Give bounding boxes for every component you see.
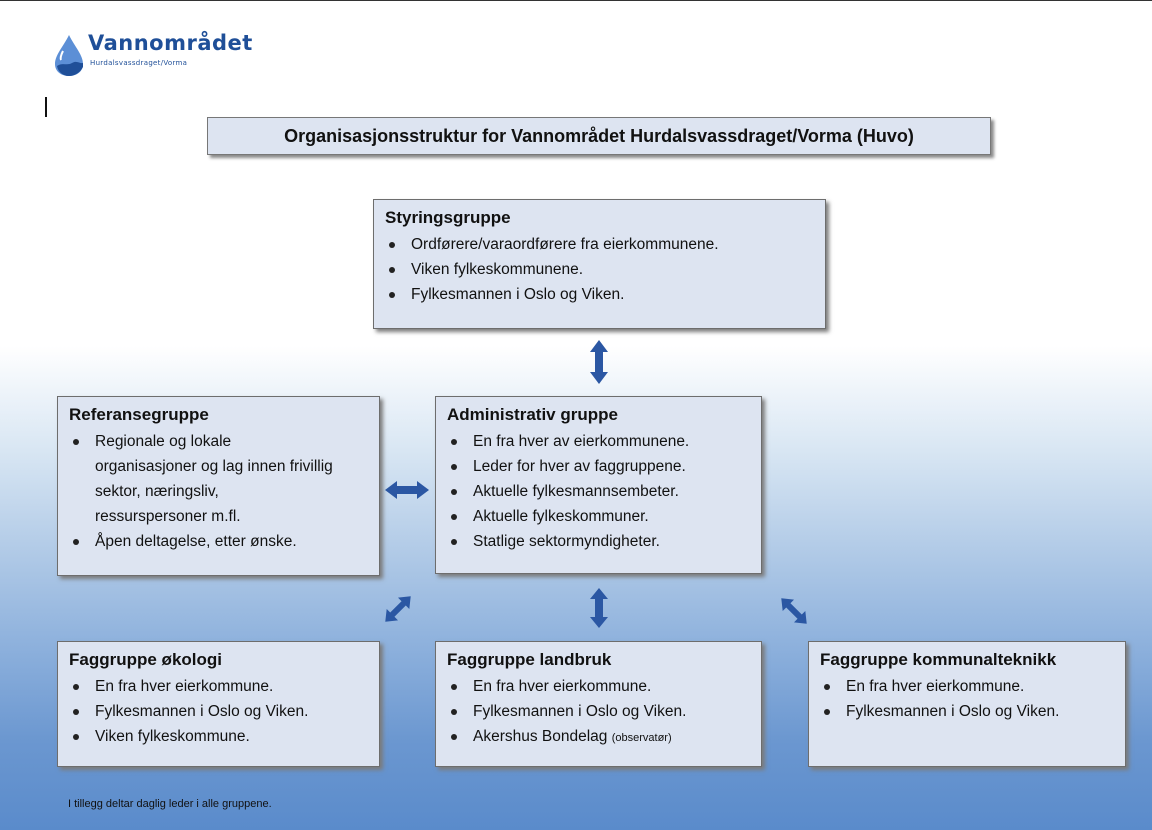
- faggruppe-okologi-box: Faggruppe økologi En fra hver eierkommun…: [57, 641, 380, 767]
- styringsgruppe-box: Styringsgruppe Ordførere/varaordførere f…: [373, 199, 826, 329]
- logo: Vannområdet Hurdalsvassdraget/Vorma: [52, 31, 252, 79]
- referansegruppe-heading: Referansegruppe: [69, 405, 209, 424]
- faggruppe-landbruk-list: En fra hver eierkommune. Fylkesmannen i …: [447, 674, 751, 751]
- faggruppe-kommunalteknikk-box: Faggruppe kommunalteknikk En fra hver ei…: [808, 641, 1126, 767]
- diagonal-double-arrow-icon: [385, 596, 411, 622]
- horizontal-double-arrow-icon: [385, 481, 429, 499]
- faggruppe-kommunalteknikk-heading: Faggruppe kommunalteknikk: [820, 650, 1057, 669]
- referansegruppe-list: Regionale og lokale organisasjoner og la…: [69, 429, 369, 554]
- footnote: I tillegg deltar daglig leder i alle gru…: [68, 798, 272, 810]
- list-item: Aktuelle fylkesmannsembeter.: [447, 479, 751, 504]
- administrativ-gruppe-box: Administrativ gruppe En fra hver av eier…: [435, 396, 762, 574]
- referansegruppe-box: Referansegruppe Regionale og lokale orga…: [57, 396, 380, 576]
- administrativ-gruppe-list: En fra hver av eierkommunene. Leder for …: [447, 429, 751, 554]
- list-item: Aktuelle fylkeskommuner.: [447, 504, 751, 529]
- list-item: Statlige sektormyndigheter.: [447, 529, 751, 554]
- list-item: En fra hver eierkommune.: [447, 674, 751, 699]
- vertical-double-arrow-icon: [590, 340, 608, 384]
- landbruk-item-text: Akershus Bondelag: [473, 728, 608, 745]
- diagram-title: Organisasjonsstruktur for Vannområdet Hu…: [207, 117, 991, 155]
- list-item: Fylkesmannen i Oslo og Viken.: [447, 699, 751, 724]
- observer-note: (observatør): [611, 732, 672, 744]
- list-item: Fylkesmannen i Oslo og Viken.: [385, 282, 815, 307]
- text-cursor: [45, 97, 47, 117]
- faggruppe-okologi-heading: Faggruppe økologi: [69, 650, 222, 669]
- vertical-double-arrow-icon: [590, 588, 608, 628]
- list-item: En fra hver eierkommune.: [820, 674, 1115, 699]
- water-drop-icon: [55, 35, 83, 76]
- logo-subtitle: Hurdalsvassdraget/Vorma: [90, 59, 188, 67]
- list-item: Fylkesmannen i Oslo og Viken.: [820, 699, 1115, 724]
- list-item: Åpen deltagelse, etter ønske.: [69, 529, 369, 554]
- faggruppe-landbruk-heading: Faggruppe landbruk: [447, 650, 612, 669]
- list-item: Ordførere/varaordførere fra eierkommunen…: [385, 232, 815, 257]
- list-item: Fylkesmannen i Oslo og Viken.: [69, 699, 369, 724]
- faggruppe-landbruk-box: Faggruppe landbruk En fra hver eierkommu…: [435, 641, 762, 767]
- list-item: Akershus Bondelag (observatør): [447, 724, 751, 751]
- administrativ-gruppe-heading: Administrativ gruppe: [447, 405, 618, 424]
- faggruppe-kommunalteknikk-list: En fra hver eierkommune. Fylkesmannen i …: [820, 674, 1115, 724]
- list-item: En fra hver eierkommune.: [69, 674, 369, 699]
- styringsgruppe-list: Ordførere/varaordførere fra eierkommunen…: [385, 232, 815, 307]
- list-item: Leder for hver av faggruppene.: [447, 454, 751, 479]
- list-item: Viken fylkeskommunene.: [385, 257, 815, 282]
- diagonal-double-arrow-icon: [781, 598, 807, 624]
- logo-title: Vannområdet: [88, 31, 253, 55]
- list-item: Regionale og lokale organisasjoner og la…: [69, 429, 335, 529]
- styringsgruppe-heading: Styringsgruppe: [385, 208, 511, 227]
- list-item: Viken fylkeskommune.: [69, 724, 369, 749]
- faggruppe-okologi-list: En fra hver eierkommune. Fylkesmannen i …: [69, 674, 369, 749]
- list-item: En fra hver av eierkommunene.: [447, 429, 751, 454]
